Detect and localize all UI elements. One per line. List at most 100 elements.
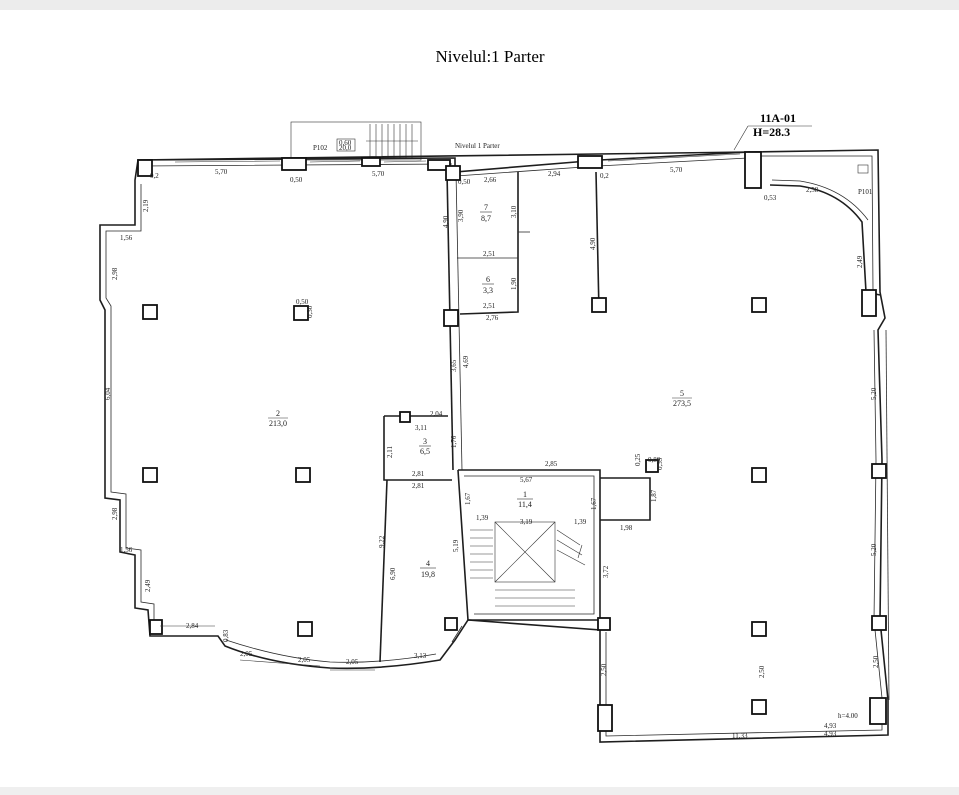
dim-c-519: 5,19 [452, 539, 460, 552]
dim-c-176: 1,76 [450, 435, 458, 448]
dim-c-365: 3,65 [450, 359, 458, 372]
dim-col-050: 0,50 [296, 298, 309, 306]
columns [137, 151, 887, 732]
dim-c-033: 0,33 [656, 457, 664, 470]
room-2-area: 213,0 [269, 419, 287, 428]
dim-c-204: 2,04 [430, 410, 443, 418]
dim-c-080: 0,80 [648, 456, 661, 464]
dim-c-187: 1,87 [650, 489, 658, 502]
dim-r-493-b: 4,93 [824, 730, 837, 738]
label-p101: P101 [858, 188, 873, 196]
dim-c-251-b: 2,51 [483, 302, 496, 310]
dim-c-372: 3,72 [602, 565, 610, 578]
dim-c-276: 2,76 [486, 314, 499, 322]
dim-top-4: 2,94 [548, 170, 561, 178]
room-1-id: 1 [523, 490, 527, 499]
dim-c-281-a: 2,81 [412, 470, 425, 478]
room-4: 4 19,8 [420, 559, 436, 579]
dim-left-298: 2,98 [111, 267, 119, 280]
room-4-id: 4 [426, 559, 430, 568]
drawing-title: Nivelul:1 Parter [435, 47, 544, 66]
dim-left-249: 2,49 [144, 579, 152, 592]
dim-c-251-a: 2,51 [483, 250, 496, 258]
dim-c-922: 9,22 [378, 535, 386, 548]
dim-r-250-b: 2,50 [600, 663, 608, 676]
dimension-labels: 5,70 5,70 2,66 2,94 5,70 2,58 0,50 0,50 … [104, 166, 880, 740]
dim-c-469: 4,69 [462, 355, 470, 368]
dim-col-030: 0,30 [306, 305, 314, 318]
room-7: 7 8,7 [480, 203, 492, 223]
room-6-area: 3,3 [483, 286, 493, 295]
dim-left-604: 6,04 [104, 387, 112, 400]
room-labels: 7 8,7 6 3,3 2 213,0 3 6,5 4 19,8 1 11,4 [268, 203, 692, 579]
dim-c-139-b: 1,39 [574, 518, 587, 526]
dim-c-310: 3,10 [510, 205, 518, 218]
room-3-id: 3 [423, 437, 427, 446]
dim-left-156-a: 1,56 [120, 234, 133, 242]
dim-b-313: 3,13 [414, 652, 427, 660]
dim-top-5: 5,70 [670, 166, 683, 174]
room-7-id: 7 [484, 203, 488, 212]
dim-left-298-b: 2,98 [111, 507, 119, 520]
room-1: 1 11,4 [517, 490, 533, 509]
interior-walls [379, 171, 651, 663]
dim-top-3: 2,66 [484, 176, 497, 184]
room-6: 6 3,3 [482, 275, 494, 295]
room-5: 5 273,5 [672, 389, 692, 408]
dim-c-211: 2,11 [386, 446, 394, 458]
dim-c-139-a: 1,39 [476, 514, 489, 522]
top-edge-shadow [0, 0, 959, 10]
room-4-area: 19,8 [421, 570, 435, 579]
dim-053: 0,53 [764, 194, 777, 202]
dim-left-156-b: 1,56 [120, 546, 133, 554]
room-5-id: 5 [680, 389, 684, 398]
sheet-tag: 11A-01 H=28.3 [733, 111, 812, 151]
dim-02-a: 0,2 [150, 172, 159, 180]
dim-c-490-a: 4,90 [442, 215, 450, 228]
dim-top-1: 5,70 [215, 168, 228, 176]
dim-02-b: 0,2 [600, 172, 609, 180]
dim-c-690: 6,90 [389, 567, 397, 580]
dim-top-2: 5,70 [372, 170, 385, 178]
dim-r-250-c: 2,50 [758, 665, 766, 678]
dim-b-205-b: 2,05 [298, 656, 311, 664]
dim-c-025: 0,25 [634, 453, 642, 466]
label-p102: P102 [313, 144, 328, 152]
sheet-code: 11A-01 [760, 111, 796, 125]
sheet-height: H=28.3 [753, 125, 790, 139]
windows [160, 153, 741, 671]
dim-c-285: 2,85 [545, 460, 558, 468]
dim-c-167-a: 1,67 [464, 492, 472, 505]
dim-r-520-a: 5,20 [870, 387, 878, 400]
room-6-id: 6 [486, 275, 490, 284]
stamp-text-2: 20,0 [339, 144, 352, 152]
dim-r-520-b: 5,20 [870, 543, 878, 556]
room-5-area: 273,5 [673, 399, 691, 408]
dim-left-284: 2,84 [186, 622, 199, 630]
dim-c-190: 1,90 [510, 277, 518, 290]
dim-b-205-a: 2,05 [240, 650, 253, 658]
bottom-edge-shadow [0, 787, 959, 795]
stamp-text-1: 0,60 [339, 139, 352, 147]
room-3-area: 6,5 [420, 447, 430, 456]
corner-p101: P101 [769, 164, 881, 296]
drawing-subtitle: Nivelul 1 Parter [455, 142, 500, 150]
dim-c-567: 5,67 [520, 476, 533, 484]
tag-leader [733, 125, 749, 151]
room-1-area: 11,4 [518, 500, 532, 509]
dim-top-6: 2,58 [806, 186, 819, 194]
dim-050-b: 0,50 [458, 178, 471, 186]
room-2-id: 2 [276, 409, 280, 418]
room-2: 2 213,0 [268, 409, 288, 428]
stair-core [470, 521, 586, 607]
dim-b-083: 0,83 [222, 629, 230, 642]
dim-b-205-c: 2,05 [346, 658, 359, 666]
dim-r-249: 2,49 [856, 255, 864, 268]
entrance-stair-block: 0,60 20,0 P102 [290, 121, 422, 161]
room-3: 3 6,5 [419, 437, 431, 456]
dim-050-a: 0,50 [290, 176, 303, 184]
label-h-mark: h=4.00 [838, 712, 858, 720]
dim-c-167-b: 1,67 [590, 497, 598, 510]
dim-left-219: 2,19 [142, 199, 150, 212]
